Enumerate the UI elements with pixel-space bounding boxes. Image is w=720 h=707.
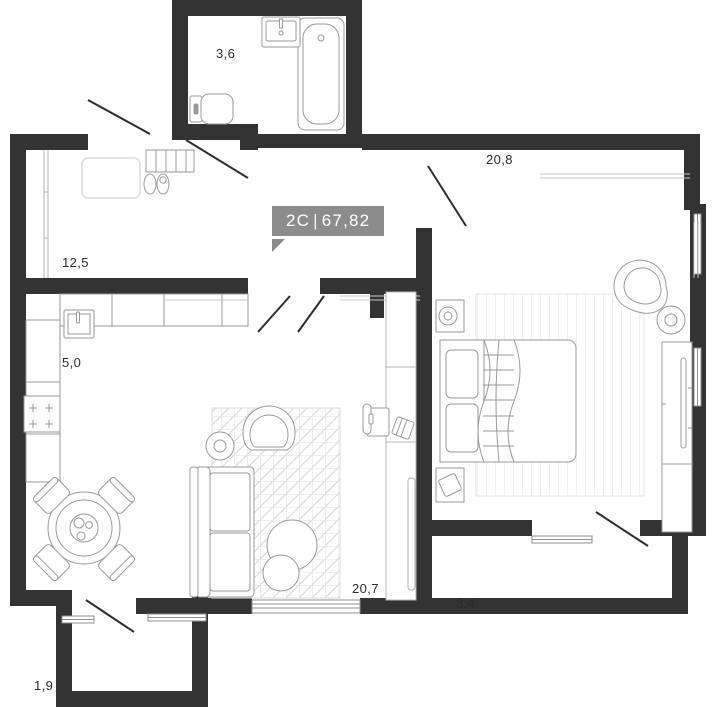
wardrobe-rail (407, 477, 416, 591)
coffee-table (262, 519, 318, 592)
kitchen-sink (63, 309, 95, 339)
area-label-hall: 12,5 (62, 255, 89, 270)
bedroom-armchair (613, 259, 668, 314)
area-label-kitchen: 5,0 (62, 355, 82, 370)
entry-rug (81, 157, 141, 199)
double-bed (439, 339, 577, 463)
bedroom-wall-unit (540, 173, 699, 278)
area-label-bedroom: 20,8 (486, 152, 513, 167)
hall-cabinet (145, 149, 195, 173)
pillow (445, 349, 479, 399)
dining-chair (32, 476, 136, 582)
badge-tail (272, 239, 285, 252)
pillow (445, 403, 479, 453)
area-label-living-room: 20,7 (352, 581, 379, 596)
desk (362, 403, 390, 437)
badge-type-code: 2C (286, 211, 311, 230)
armchair (242, 405, 296, 451)
area-label-balcony-west: 1,9 (34, 678, 54, 693)
washbasin (261, 16, 301, 48)
dining-table (47, 491, 121, 565)
bedroom-side-table (656, 305, 686, 335)
slippers (143, 173, 170, 195)
area-label-bathroom: 3,6 (216, 46, 236, 61)
sofa (189, 466, 255, 598)
desk-chair (391, 416, 415, 440)
window (61, 213, 702, 624)
area-label-balcony-east: 3,4 (456, 596, 476, 611)
walls-structure (10, 0, 706, 707)
side-table (205, 431, 235, 461)
badge-total-area: 67,82 (321, 211, 371, 230)
badge-separator: | (313, 211, 319, 230)
door-swing (85, 99, 649, 633)
bathtub (297, 17, 345, 131)
toilet (189, 93, 234, 125)
wardrobe (661, 341, 693, 533)
cooktop (23, 395, 61, 433)
apartment-type-badge: 2C|67,82 (272, 206, 385, 236)
hall-wall-unit (43, 150, 49, 278)
table-lamp (438, 306, 462, 497)
